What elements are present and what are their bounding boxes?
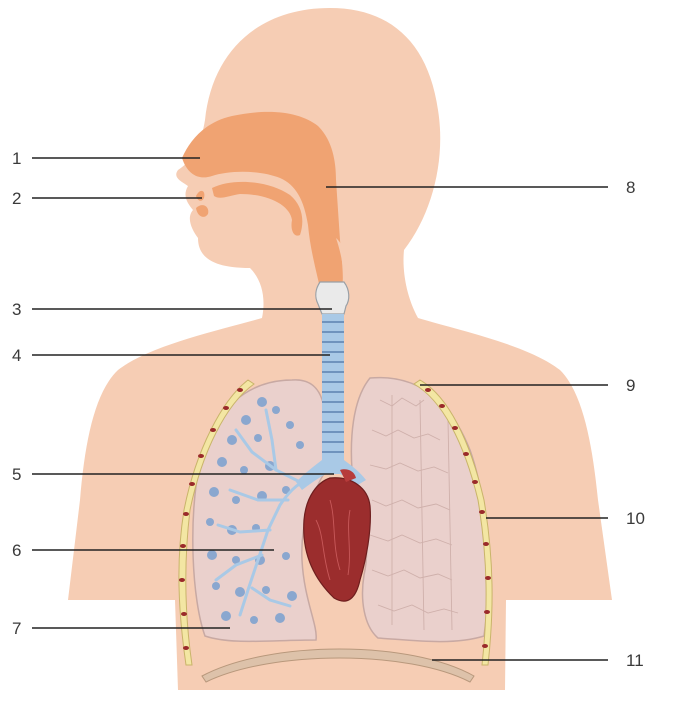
lower-lip (196, 205, 209, 217)
bronchi (296, 460, 366, 490)
label-6: 6 (12, 541, 21, 560)
epiglottis (336, 238, 350, 286)
oral-cavity (212, 181, 303, 236)
label-5: 5 (12, 465, 21, 484)
number-labels: 1 2 3 4 5 6 7 8 9 10 11 (12, 149, 645, 670)
label-2: 2 (12, 189, 21, 208)
trachea-rings (322, 321, 344, 453)
label-4: 4 (12, 346, 21, 365)
ribs (178, 379, 493, 666)
label-3: 3 (12, 300, 21, 319)
diaphragm (201, 648, 475, 683)
upper-airway (182, 111, 350, 288)
right-lung-alveoli (206, 397, 304, 624)
nasal-cavity (182, 111, 343, 288)
left-ribs (413, 379, 493, 666)
lungs (192, 376, 489, 643)
trachea (296, 314, 366, 490)
left-lung-texture (369, 395, 459, 631)
label-1: 1 (12, 149, 21, 168)
label-8: 8 (626, 178, 635, 197)
label-7: 7 (12, 619, 21, 638)
heart (303, 469, 371, 602)
label-11: 11 (626, 651, 644, 670)
leader-lines (32, 157, 608, 661)
right-ribs (178, 379, 255, 666)
label-10: 10 (626, 509, 645, 528)
label-9: 9 (626, 376, 635, 395)
